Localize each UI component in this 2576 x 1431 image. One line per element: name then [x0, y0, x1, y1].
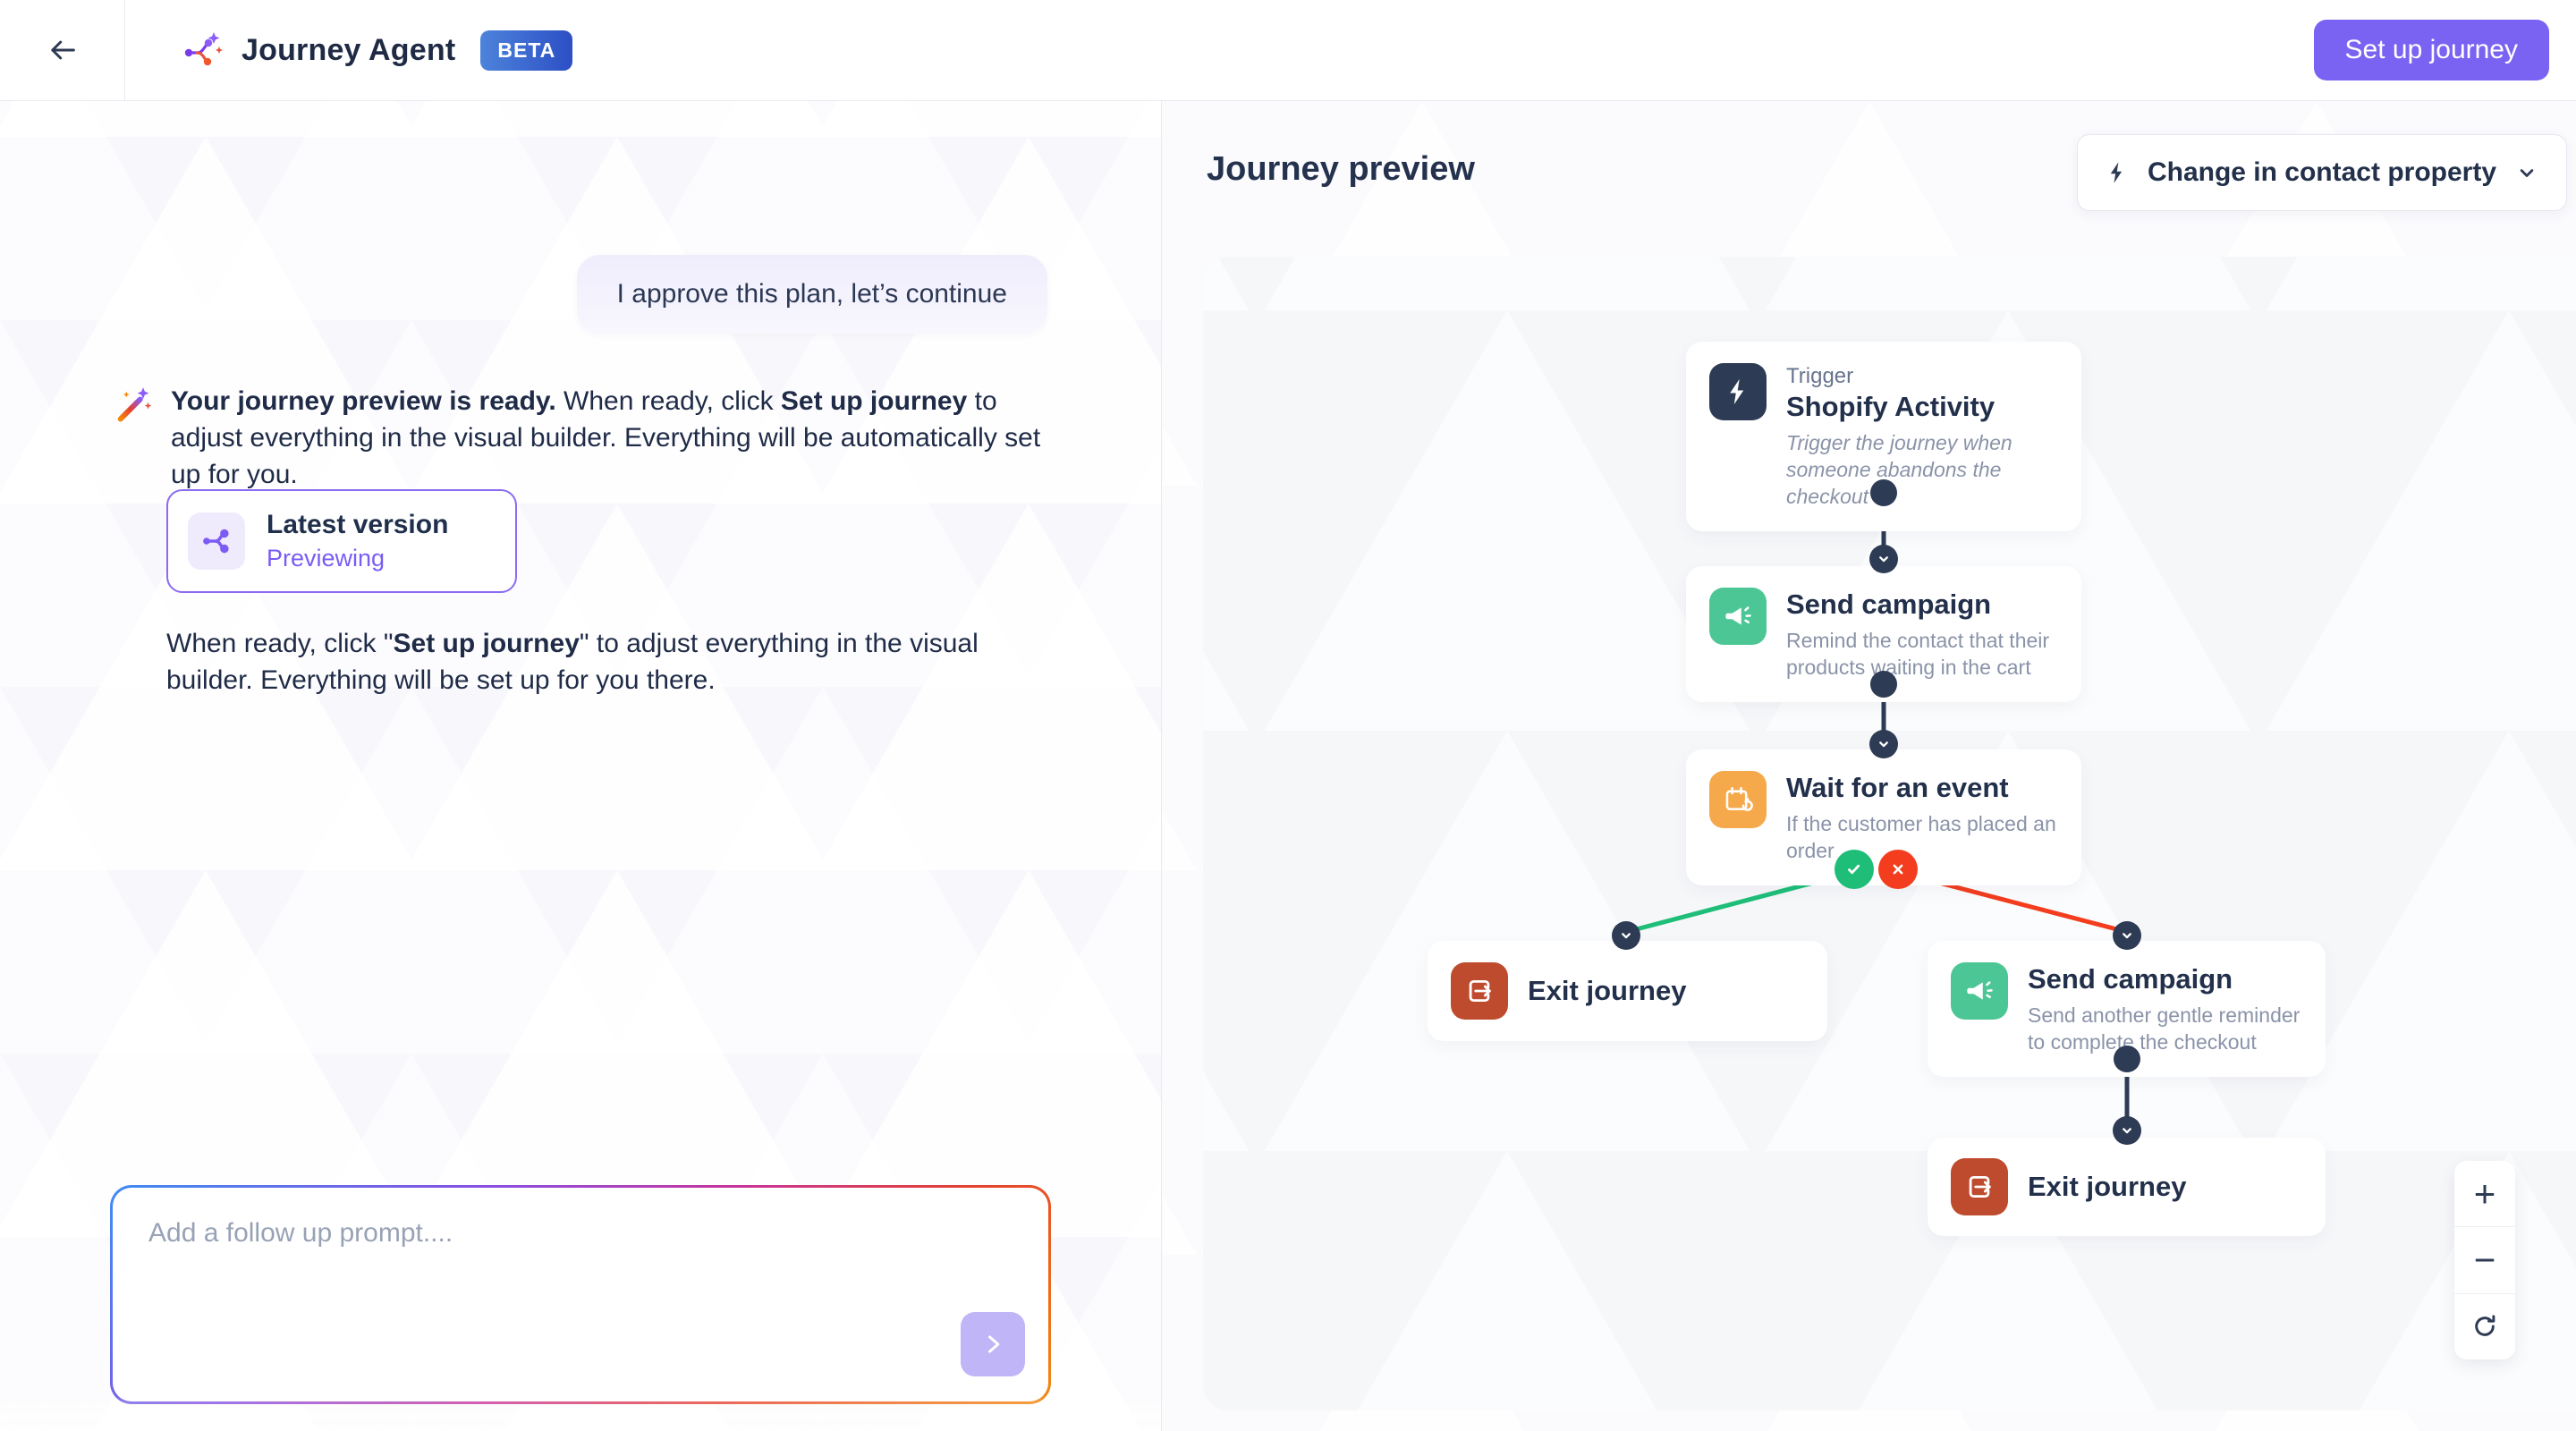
app-logo-group: Journey Agent BETA [181, 29, 573, 72]
node-description: If the customer has placed an order [1786, 812, 2056, 862]
connector-dot [2114, 1046, 2140, 1072]
chevron-down-node-icon [2113, 921, 2141, 950]
followup-prompt-input[interactable] [113, 1188, 1048, 1401]
node-send-campaign-2[interactable]: Send campaign Send another gentle remind… [1928, 941, 2326, 1077]
reset-view-button[interactable] [2454, 1292, 2515, 1359]
page-title: Journey Agent [242, 32, 456, 67]
journey-canvas: Trigger Shopify Activity Trigger the jou… [1203, 257, 2576, 1410]
node-title: Wait for an event [1786, 772, 2009, 803]
chat-panel: I approve this plan, let’s continue Your… [0, 101, 1162, 1431]
canvas-zoom-controls: + − [2454, 1161, 2515, 1359]
chevron-down-node-icon [2113, 1116, 2141, 1145]
exit-icon [1951, 1158, 2008, 1215]
node-description: Send another gentle reminder to complete… [2028, 1003, 2301, 1054]
latest-version-card[interactable]: Latest version Previewing [166, 489, 517, 593]
node-send-campaign-1[interactable]: Send campaign Remind the contact that th… [1686, 566, 2081, 702]
set-up-journey-button[interactable]: Set up journey [2313, 20, 2549, 80]
trigger-filter-dropdown[interactable]: Change in contact property [2076, 134, 2567, 211]
prompt-composer [110, 1185, 1051, 1404]
node-title: Exit journey [2028, 1171, 2187, 1202]
node-kicker: Trigger [1786, 364, 1854, 388]
arrow-left-icon [50, 40, 75, 60]
megaphone-icon [1709, 588, 1767, 645]
version-card-status: Previewing [267, 545, 386, 572]
assistant-message: Your journey preview is ready. When read… [114, 383, 1062, 493]
refresh-icon [2475, 1315, 2496, 1337]
node-title: Send campaign [2028, 963, 2233, 995]
node-exit-journey-left[interactable]: Exit journey [1428, 941, 1827, 1041]
chevron-down-node-icon [1869, 545, 1898, 573]
node-title: Send campaign [1786, 588, 1992, 620]
beta-badge: BETA [480, 30, 573, 71]
megaphone-icon [1951, 962, 2008, 1020]
version-card-title: Latest version [267, 510, 449, 539]
node-description: Remind the contact that their products w… [1786, 629, 2050, 679]
magic-wand-icon [114, 385, 153, 424]
branch-yes-check-icon [1835, 850, 1874, 889]
journey-agent-logo-icon [184, 32, 223, 66]
journey-preview-panel: Journey preview Change in contact proper… [1163, 101, 2576, 1431]
back-button[interactable] [0, 0, 125, 100]
chevron-down-icon [2520, 169, 2534, 177]
chevron-down-node-icon [1869, 730, 1898, 758]
node-wait-for-event[interactable]: Wait for an event If the customer has pl… [1686, 749, 2081, 885]
chevron-right-icon [987, 1335, 1000, 1353]
app-header: Journey Agent BETA Set up journey [0, 0, 2576, 101]
preview-title: Journey preview [1207, 150, 1475, 188]
bolt-icon [1709, 363, 1767, 420]
branch-no-x-icon [1878, 850, 1918, 889]
connector-dot [1870, 671, 1897, 698]
node-trigger-shopify-activity[interactable]: Trigger Shopify Activity Trigger the jou… [1686, 342, 2081, 531]
calendar-wait-icon [1709, 771, 1767, 828]
send-prompt-button[interactable] [961, 1312, 1025, 1376]
node-description: Trigger the journey when someone abandon… [1786, 431, 2012, 508]
user-message-bubble: I approve this plan, let’s continue [576, 255, 1047, 334]
assistant-message-text: Your journey preview is ready. When read… [171, 386, 1041, 489]
node-title: Exit journey [1528, 975, 1687, 1006]
zoom-out-button[interactable]: − [2454, 1226, 2515, 1293]
filter-label: Change in contact property [2147, 157, 2496, 187]
connector-dot [1870, 479, 1897, 506]
exit-icon [1451, 962, 1508, 1020]
node-title: Shopify Activity [1786, 391, 1996, 422]
bolt-icon [2110, 162, 2123, 183]
chevron-down-node-icon [1612, 921, 1640, 950]
followup-note: When ready, click "Set up journey" to ad… [166, 629, 979, 695]
journey-branch-icon [188, 512, 245, 570]
node-exit-journey-bottom[interactable]: Exit journey [1928, 1138, 2326, 1236]
zoom-in-button[interactable]: + [2454, 1161, 2515, 1227]
